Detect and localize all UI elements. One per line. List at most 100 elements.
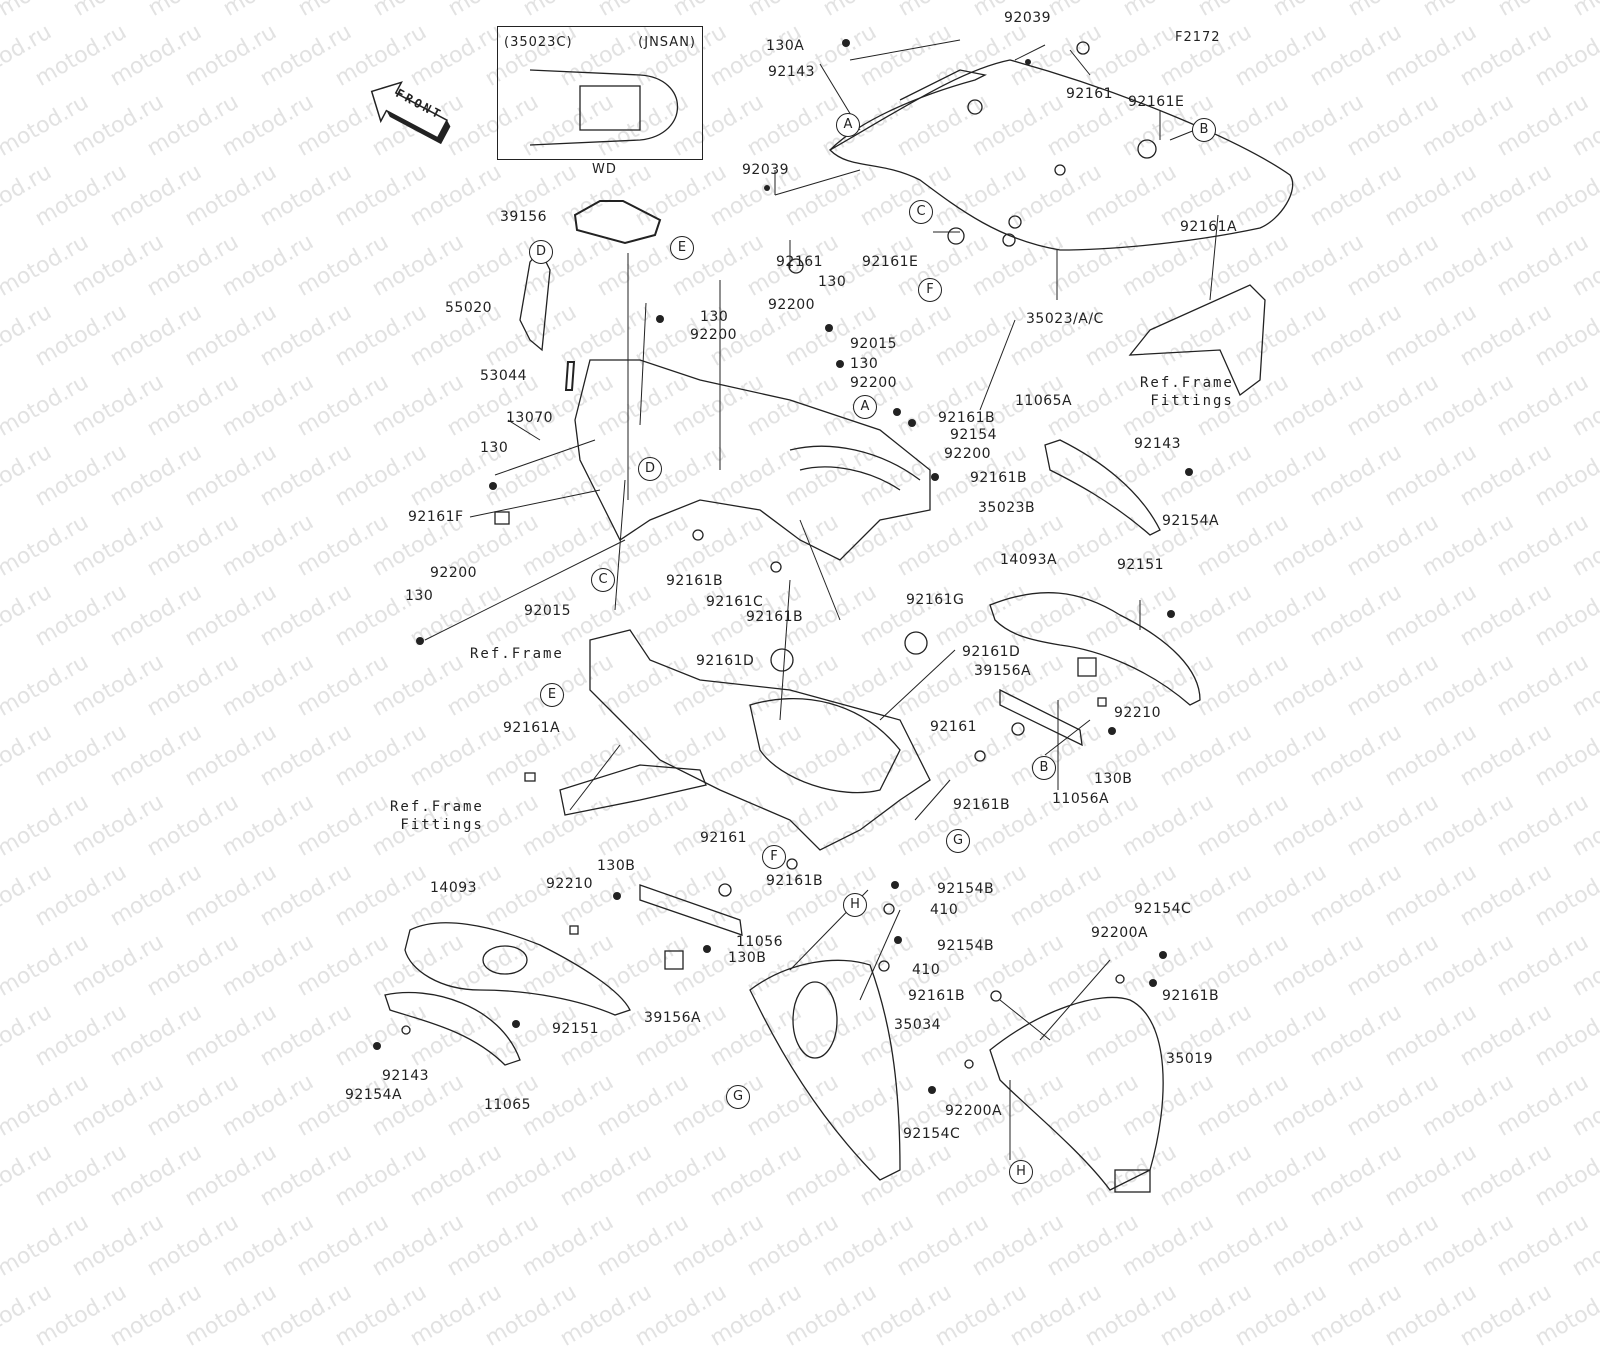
part-label[interactable]: 92039 [1004,10,1052,26]
bracket-35019 [989,996,1164,1191]
part-label[interactable]: 92154C [1134,901,1192,917]
part-label[interactable]: 14093 [430,880,478,896]
variant-inset-box: (35023C) (JNSAN) [497,26,703,160]
part-label[interactable]: 55020 [445,300,493,316]
part-label[interactable]: 13070 [506,410,554,426]
part-label[interactable]: 11056 [736,934,784,950]
part-label[interactable]: 92154A [1162,513,1220,529]
part-label[interactable]: 92161 [776,254,824,270]
part-label[interactable]: 92161E [1128,94,1185,110]
part-label[interactable]: 92161A [503,720,561,736]
rear-fender-35023 [828,59,1294,251]
watermark-text: motod.ru [1155,1279,1256,1352]
callout-g[interactable]: G [726,1085,750,1109]
part-label[interactable]: 92161D [696,653,755,669]
part-label[interactable]: 92200 [768,297,816,313]
callout-c[interactable]: C [591,568,615,592]
part-label[interactable]: 92200 [944,446,992,462]
part-label[interactable]: 92161B [953,797,1011,813]
part-label[interactable]: 35034 [894,1017,942,1033]
part-label[interactable]: 130B [597,858,636,874]
callout-e[interactable]: E [540,683,564,707]
part-label[interactable]: 39156A [974,663,1032,679]
part-label[interactable]: 35019 [1166,1051,1214,1067]
part-label[interactable]: 92154B [937,938,995,954]
callout-b[interactable]: B [1192,118,1216,142]
part-label[interactable]: 92161B [970,470,1028,486]
part-label[interactable]: 130 [700,309,729,325]
part-label[interactable]: 410 [912,962,941,978]
part-label[interactable]: 92200 [430,565,478,581]
part-label[interactable]: 92161B [746,609,804,625]
part-label[interactable]: 92200 [850,375,898,391]
callout-h[interactable]: H [1009,1160,1033,1184]
watermark-text: motod.ru [30,1279,131,1352]
part-label[interactable]: 92154A [345,1087,403,1103]
part-label[interactable]: 92154 [950,427,998,443]
callout-b[interactable]: B [1032,756,1056,780]
part-label[interactable]: 92161B [938,410,996,426]
part-label[interactable]: 92161G [906,592,965,608]
callout-f[interactable]: F [762,845,786,869]
callout-c[interactable]: C [909,200,933,224]
callout-d[interactable]: D [638,457,662,481]
part-label[interactable]: 92143 [768,64,816,80]
part-label[interactable]: 92161B [766,873,824,889]
callout-f[interactable]: F [918,278,942,302]
part-label[interactable]: 92161 [700,830,748,846]
part-label[interactable]: 35023B [978,500,1036,516]
part-label[interactable]: 130 [818,274,847,290]
part-label[interactable]: 53044 [480,368,528,384]
part-label[interactable]: 92161B [908,988,966,1004]
part-label[interactable]: 92161 [1066,86,1114,102]
part-label[interactable]: 130B [728,950,767,966]
part-label[interactable]: 92154B [937,881,995,897]
part-label[interactable]: 92200A [1091,925,1149,941]
part-label[interactable]: 92161F [408,509,464,525]
watermark-text: motod.ru [105,1279,206,1352]
part-label[interactable]: 92039 [742,162,790,178]
part-label[interactable]: 92143 [1134,436,1182,452]
part-label[interactable]: 92161 [930,719,978,735]
part-label[interactable]: 410 [930,902,959,918]
callout-d[interactable]: D [529,240,553,264]
part-label[interactable]: 35023/A/C [1026,311,1104,327]
part-label[interactable]: 39156 [500,209,548,225]
part-label[interactable]: 39156A [644,1010,702,1026]
part-label[interactable]: 92200 [690,327,738,343]
part-label[interactable]: 130B [1094,771,1133,787]
callout-a[interactable]: A [836,113,860,137]
part-label[interactable]: 92015 [850,336,898,352]
callout-g[interactable]: G [946,829,970,853]
part-label[interactable]: 92151 [552,1021,600,1037]
part-label[interactable]: 92161C [706,594,764,610]
callout-a[interactable]: A [853,395,877,419]
part-label[interactable]: 92143 [382,1068,430,1084]
part-label[interactable]: 92161B [666,573,724,589]
part-label[interactable]: 11065A [1015,393,1073,409]
part-label[interactable]: 92210 [1114,705,1162,721]
watermark-text: motod.ru [1455,1279,1556,1352]
part-label[interactable]: 130 [405,588,434,604]
part-label[interactable]: 92161A [1180,219,1238,235]
part-label[interactable]: 14093A [1000,552,1058,568]
part-label[interactable]: 92161D [962,644,1021,660]
part-label[interactable]: 92015 [524,603,572,619]
part-label[interactable]: 92154C [903,1126,961,1142]
part-label[interactable]: 130 [480,440,509,456]
watermark-text: motod.ru [1417,1209,1518,1282]
part-label[interactable]: 92200A [945,1103,1003,1119]
part-label[interactable]: 130A [766,38,805,54]
part-label[interactable]: 92210 [546,876,594,892]
inset-market-code: (JNSAN) [638,35,696,50]
watermark-text: motod.ru [1192,1209,1293,1282]
part-label[interactable]: 92161E [862,254,919,270]
part-label[interactable]: 130 [850,356,879,372]
part-label[interactable]: 11065 [484,1097,532,1113]
part-label[interactable]: 92151 [1117,557,1165,573]
callout-e[interactable]: E [670,236,694,260]
callout-h[interactable]: H [843,893,867,917]
part-label[interactable]: 92161B [1162,988,1220,1004]
part-label[interactable]: 11056A [1052,791,1110,807]
